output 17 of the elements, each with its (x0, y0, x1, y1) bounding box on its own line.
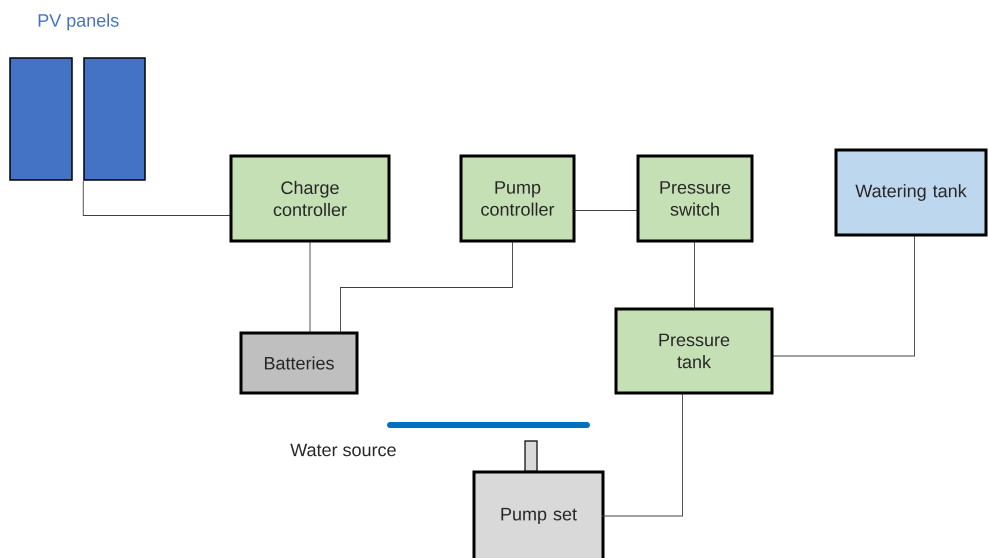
connector-line (601, 394, 683, 516)
connector-line (82, 180, 230, 216)
solar-panel (9, 57, 73, 181)
process-box: Charge controller (230, 154, 390, 242)
connector-line (340, 242, 513, 332)
process-box: Pump controller (460, 154, 576, 242)
water-source-label: Water source (290, 444, 396, 456)
process-box: Pressure switch (636, 154, 754, 242)
battery-box: Batteries (240, 332, 358, 394)
panel-title: PV panels (38, 14, 119, 30)
connector-line (575, 210, 637, 211)
tank-box: Pressure tank (614, 308, 774, 394)
connector-line (773, 236, 915, 356)
solar-panel (83, 57, 146, 181)
pump-box: Pump set (472, 470, 604, 558)
tank-box: Watering tank (834, 148, 988, 236)
connector-line (694, 242, 695, 308)
